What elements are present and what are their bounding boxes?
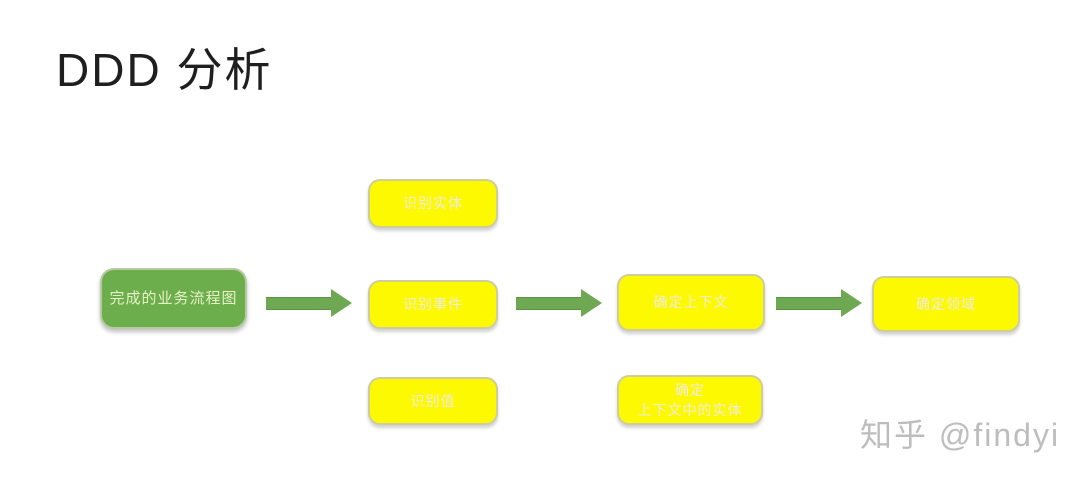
node-label-line1: 确定 (675, 381, 705, 398)
node-label: 识别实体 (403, 195, 463, 212)
arrow-determine-context-to-determine-domain-icon (776, 289, 862, 317)
node-determine-context-entities: 确定 上下文中的实体 (617, 375, 763, 425)
arrow-head-icon (331, 289, 352, 317)
page-title: DDD 分析 (56, 44, 273, 96)
node-label: 完成的业务流程图 (109, 289, 238, 307)
node-label: 确定领域 (916, 295, 976, 312)
arrow-head-icon (841, 289, 862, 317)
zhihu-watermark: 知乎 @findyi (860, 417, 1061, 453)
arrow-shaft (776, 296, 841, 310)
arrow-shaft (266, 296, 331, 310)
arrow-start-to-identify-event-icon (266, 289, 352, 317)
node-identify-entity: 识别实体 (368, 179, 498, 228)
node-label: 识别值 (410, 392, 456, 409)
node-completed-business-flowchart: 完成的业务流程图 (100, 268, 247, 329)
node-determine-context: 确定上下文 (617, 274, 765, 331)
node-identify-event: 识别事件 (368, 280, 498, 329)
node-label: 确定上下文 (653, 294, 729, 311)
arrow-identify-event-to-determine-context-icon (516, 289, 602, 317)
node-determine-domain: 确定领域 (872, 276, 1020, 332)
node-identify-value: 识别值 (368, 377, 498, 425)
node-label: 识别事件 (403, 296, 463, 313)
node-label-line2: 上下文中的实体 (637, 402, 743, 418)
arrow-shaft (516, 296, 581, 310)
arrow-head-icon (581, 289, 602, 317)
